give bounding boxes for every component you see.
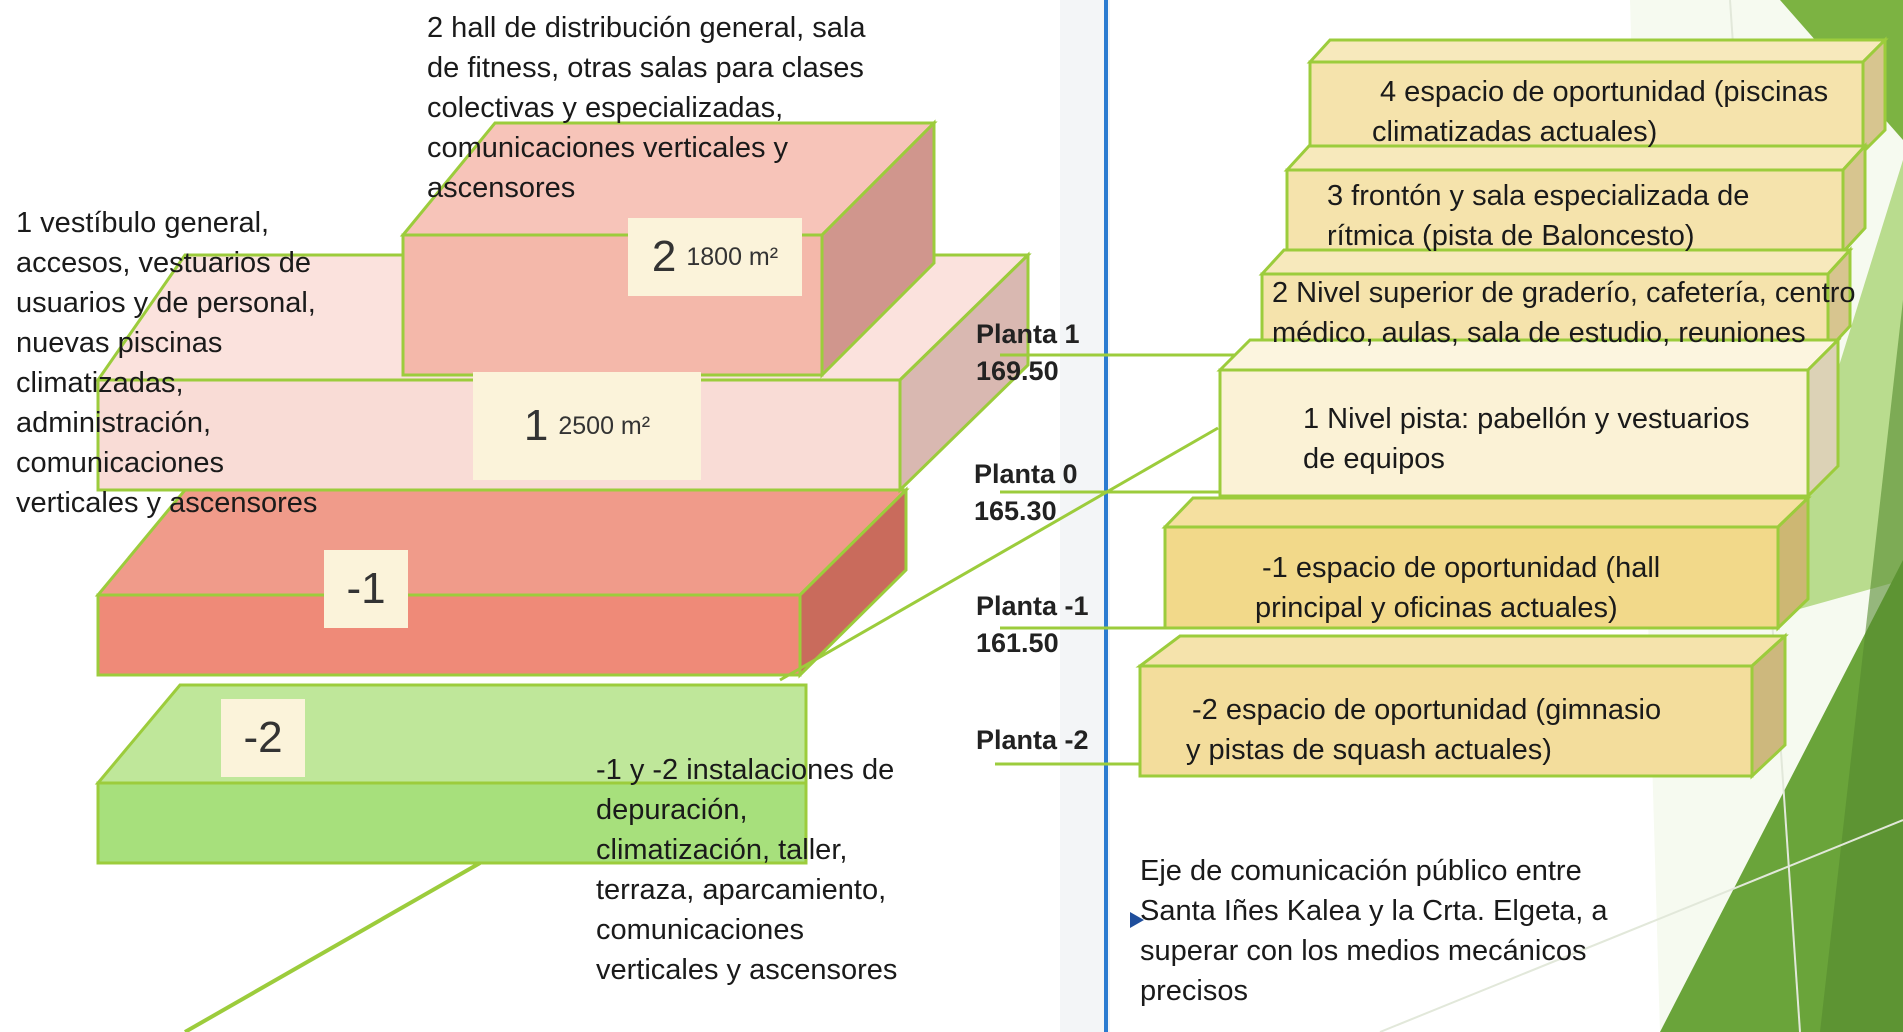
right-block-2 bbox=[1258, 246, 1854, 354]
connector-line-middle bbox=[779, 426, 1219, 682]
right-block-minus1 bbox=[1161, 494, 1812, 632]
block-level-minus1 bbox=[94, 486, 910, 679]
level-minus2-label: -2 bbox=[221, 699, 305, 777]
description-lower-levels: -1 y -2 instalaciones de depuración, cli… bbox=[596, 754, 898, 987]
axis-note: Eje de comunicación público entre Santa … bbox=[1140, 855, 1608, 1008]
level-minus1-label: -1 bbox=[324, 550, 408, 628]
right-block-1 bbox=[1216, 336, 1842, 500]
level-2-number: 2 bbox=[651, 232, 677, 281]
level-2-label: 2 1800 m² bbox=[628, 218, 802, 296]
bullet-arrow-icon bbox=[1130, 912, 1144, 928]
level-2-area: 1800 m² bbox=[686, 242, 779, 271]
level-1-number: 1 bbox=[523, 401, 549, 450]
divider-band bbox=[1060, 0, 1110, 1032]
right-block-minus2-text: -2 espacio de oportunidad (gimnasio y pi… bbox=[1186, 694, 1662, 767]
connector-line-lower bbox=[184, 861, 481, 1032]
planta-0-label: Planta 0 165.30 bbox=[974, 459, 1078, 527]
block-level-2 bbox=[399, 119, 938, 379]
description-level-1: 1 vestíbulo general, accesos, vestuarios… bbox=[16, 207, 318, 520]
level-minus1-number: -1 bbox=[346, 564, 386, 613]
right-block-2-text: 2 Nivel superior de graderío, cafetería,… bbox=[1272, 277, 1856, 350]
right-block-4 bbox=[1306, 36, 1889, 156]
level-1-label: 1 2500 m² bbox=[473, 372, 701, 480]
planta-minus2-label: Planta -2 bbox=[976, 725, 1089, 755]
right-block-minus1-text: -1 espacio de oportunidad (hall principa… bbox=[1255, 552, 1661, 625]
right-block-minus2 bbox=[1135, 632, 1789, 780]
description-level-2: 2 hall de distribución general, sala de … bbox=[427, 12, 866, 205]
right-block-3-text: 3 frontón y sala especializada de rítmic… bbox=[1327, 180, 1750, 253]
level-minus2-number: -2 bbox=[243, 713, 283, 762]
level-1-area: 2500 m² bbox=[558, 411, 651, 440]
right-block-3 bbox=[1283, 142, 1869, 256]
planta-1-label: Planta 1 169.50 bbox=[976, 319, 1080, 387]
right-block-1-text: 1 Nivel pista: pabellón y vestuarios de … bbox=[1303, 403, 1750, 476]
planta-minus1-label: Planta -1 161.50 bbox=[976, 591, 1089, 659]
right-block-4-text: 4 espacio de oportunidad (piscinas clima… bbox=[1372, 76, 1829, 149]
